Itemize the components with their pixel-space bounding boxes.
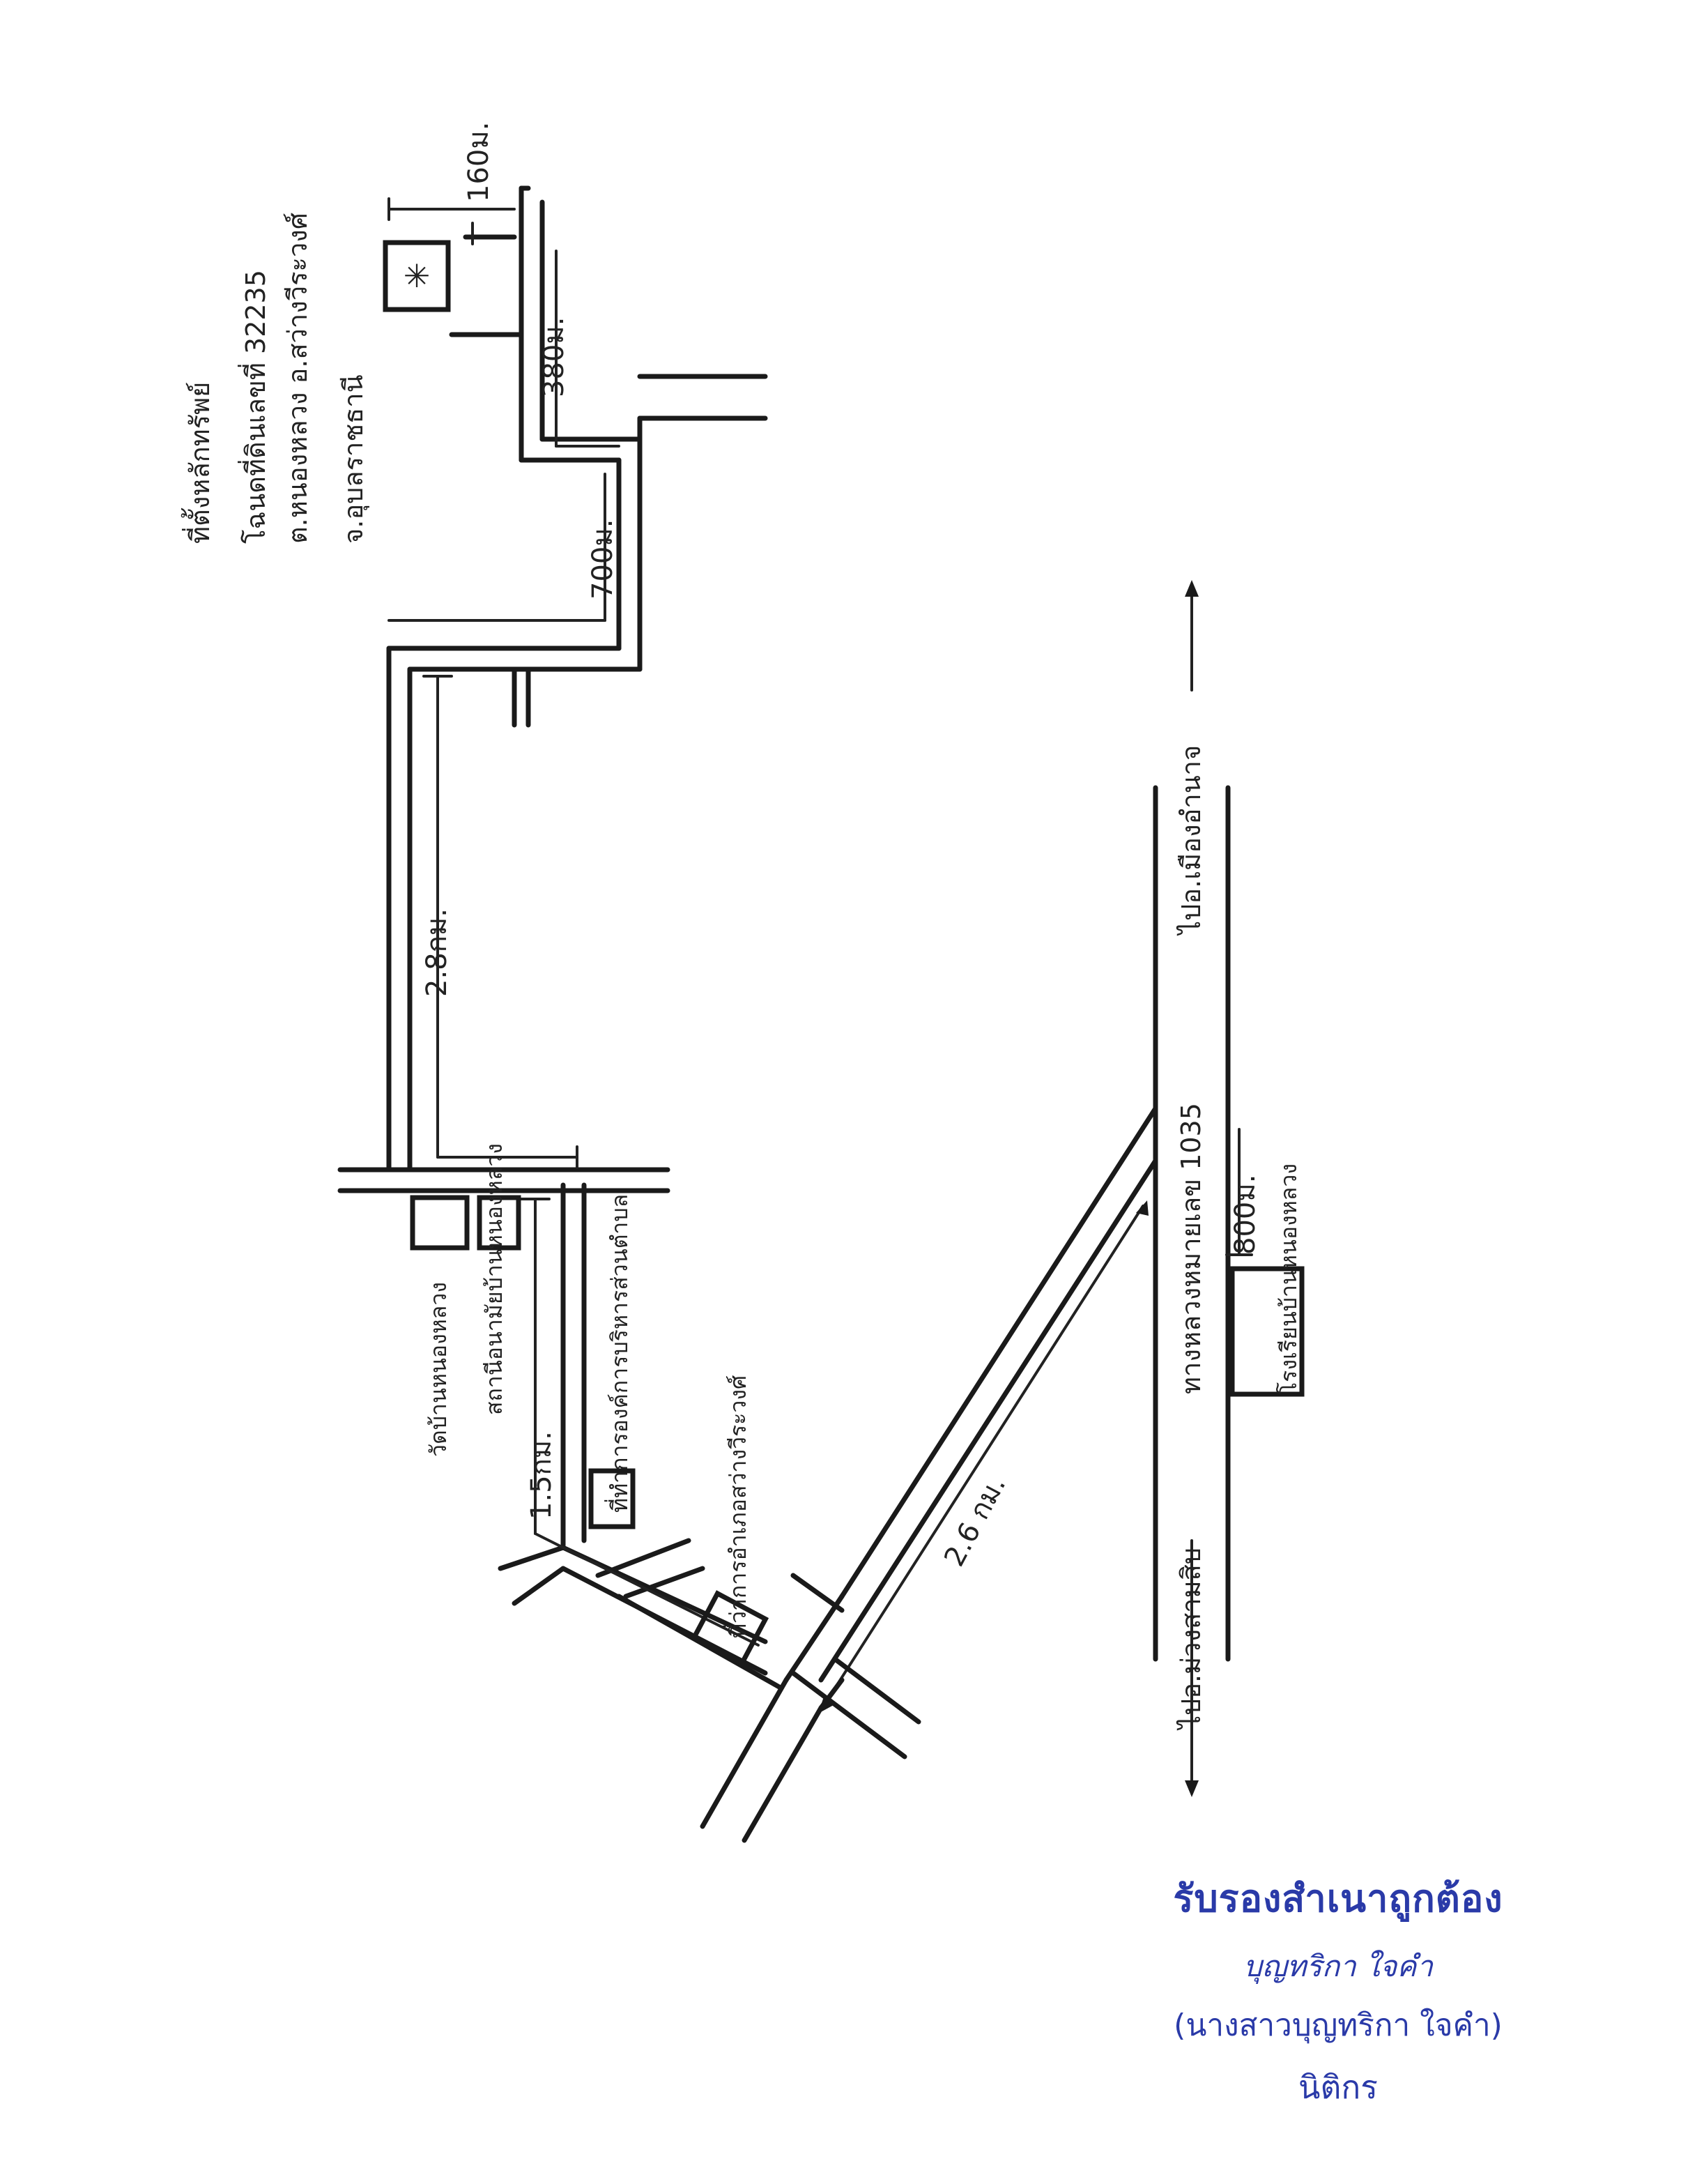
road-upper [386,185,768,728]
junction-roads [498,1538,921,1843]
certification-signature: บุญทริกา ใจคำ [1243,1949,1433,1983]
dimension-2600 [818,1200,1149,1713]
certification-stamp: รับรองสำเนาถูกต้อง บุญทริกา ใจคำ (นางสาว… [1087,1868,1589,2113]
certification-position: นิติกร [1298,2068,1378,2106]
dimension-2800 [422,675,578,1169]
to-right-label: ไปอ.เมืองอำนาจ [1176,745,1206,936]
village-cross-road [337,1167,670,1193]
road-north [386,646,413,1173]
road-to-village [560,1182,587,1550]
highway-label: ทางหลวงหมายเลข 1035 [1176,1103,1206,1394]
distance-2600: 2.6 กม. [938,1471,1012,1572]
address-line-2: โฉนดที่ดินเลขที่ 32235 [238,270,271,544]
landmark-boxes [410,1195,1305,1667]
dimension-160 [387,197,516,245]
village-office-label: ที่ว่าการอำเภอสว่างวีระวงศ์ [723,1375,751,1638]
temple-label: วัดบ้านหนองหลวง [425,1282,452,1457]
property-location: ✳ [383,240,451,312]
distance-380: 380ม. [538,317,570,397]
certification-name: (นางสาวบุญทริกา ใจคำ) [1174,2008,1503,2043]
property-marker-icon: ✳ [404,257,431,295]
diagonal-road [818,1106,1158,1683]
distance-700: 700ม. [587,519,619,600]
address-note: ที่ตั้งหลักทรัพย์ โฉนดที่ดินเลขที่ 32235… [181,213,369,544]
dimension-700 [387,473,606,622]
to-left-label: ไปอ.ม่วงสามสิบ [1176,1548,1206,1731]
school-label: โรงเรียนบ้านหนองหลวง [1275,1163,1302,1394]
distance-1500: 1.5กม. [525,1431,558,1520]
dimension-800 [1225,1128,1253,1256]
address-line-1: ที่ตั้งหลักทรัพย์ [181,382,215,544]
certification-title: รับรองสำเนาถูกต้อง [1173,1877,1503,1920]
address-line-3: ต.หนองหลวง อ.สว่างวีระวงศ์ [282,213,313,544]
highway-direction-arrows [1185,580,1199,1797]
address-line-4: จ.อุบลราชธานี [338,374,369,544]
distance-160: 160ม. [463,122,495,202]
dimension-1500 [520,1198,760,1647]
distance-2800: 2.8กม. [421,908,453,997]
health-station-label: สถานีอนามัยบ้านหนองหลวง [481,1143,507,1415]
distance-800: 800ม. [1229,1175,1261,1255]
highway-1035 [1153,785,1231,1662]
dimension-380 [555,250,620,448]
community-office-label: ที่ทำการองค์การบริหารส่วนตำบล [604,1194,633,1513]
